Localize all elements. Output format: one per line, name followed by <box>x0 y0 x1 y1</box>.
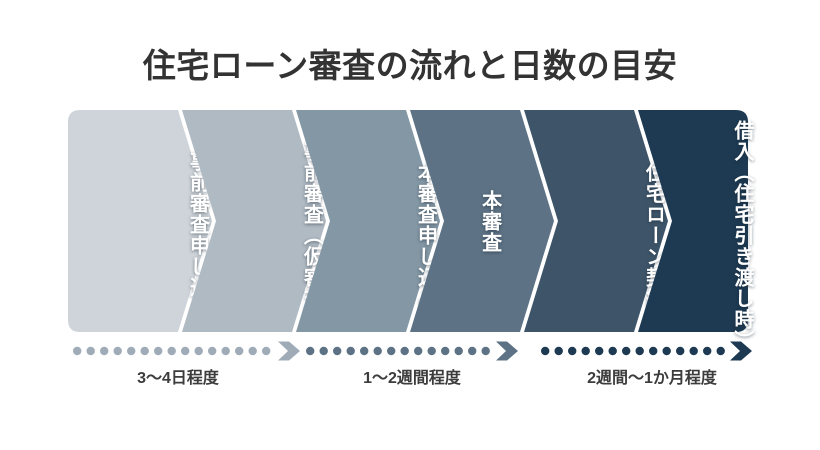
flow-step-6[interactable]: 借入（住宅引き渡し時） <box>638 110 753 351</box>
dotted-arrow-icon <box>306 341 518 361</box>
duration-label-3: 2週間〜1か月程度 <box>587 370 717 387</box>
flow-step-shape <box>524 110 668 332</box>
flow-step-shape <box>638 110 748 332</box>
flow-step-shape <box>68 110 212 332</box>
page-title: 住宅ローン審査の流れと日数の目安 <box>142 47 678 84</box>
flow-step-shape <box>182 110 326 332</box>
process-flow-band: 事前審査申し込み事前審査（仮審査）本審査申し込み本審査住宅ローン契約借入（住宅引… <box>0 110 820 351</box>
dotted-arrow-icon <box>73 341 300 361</box>
duration-arrow-1 <box>72 340 300 362</box>
flow-step-shape <box>410 110 554 332</box>
duration-label-1: 3〜4日程度 <box>137 370 219 387</box>
duration-arrow-2 <box>305 340 518 362</box>
duration-arrow-3 <box>540 340 752 362</box>
duration-label-2: 1〜2週間程度 <box>363 370 461 387</box>
flow-step-shape <box>296 110 440 332</box>
dotted-arrow-icon <box>541 341 752 361</box>
